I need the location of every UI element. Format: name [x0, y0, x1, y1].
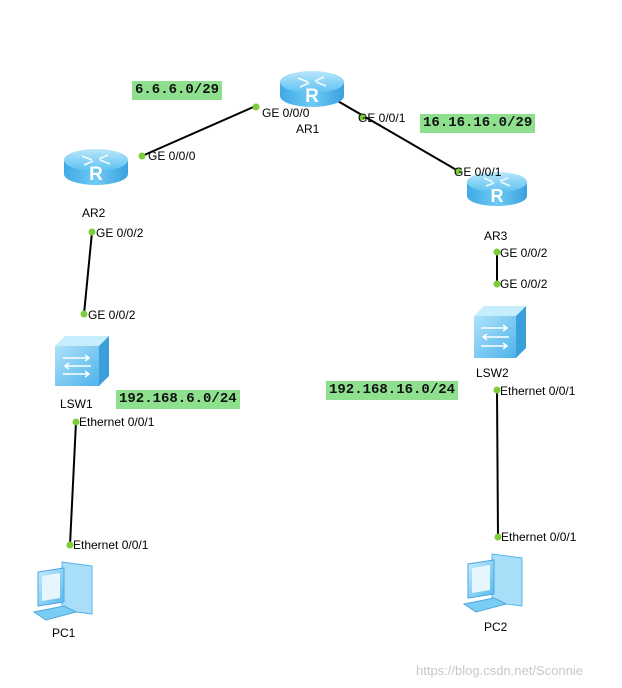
- port-label-lsw2-ge0-0-2: GE 0/0/2: [500, 277, 548, 291]
- port-label-lsw2-eth0-0-1: Ethernet 0/0/1: [500, 384, 576, 398]
- switch-icon-lsw2[interactable]: [474, 306, 526, 358]
- device-name-ar1: AR1: [296, 122, 320, 136]
- device-name-lsw2: LSW2: [476, 366, 509, 380]
- link-lsw1-pc1[interactable]: [69, 421, 77, 546]
- port-dot-pc2-up: [494, 533, 502, 541]
- port-dot-ar2-down: [88, 228, 96, 236]
- network-label-left-lan: 192.168.6.0/24: [116, 390, 240, 409]
- port-label-ar3-ge0-0-1: GE 0/0/1: [454, 165, 502, 179]
- port-dots: [66, 103, 502, 549]
- device-name-ar3: AR3: [484, 229, 508, 243]
- link-ar1-ar2[interactable]: [141, 104, 259, 157]
- router-glyph: R: [89, 164, 103, 185]
- network-label-right-lan: 192.168.16.0/24: [326, 381, 459, 400]
- port-dot-pc1-up: [66, 541, 74, 549]
- device-name-ar2: AR2: [82, 206, 106, 220]
- router-icon-ar2[interactable]: R: [64, 149, 128, 185]
- router-glyph: R: [305, 86, 319, 107]
- device-name-pc2: PC2: [484, 620, 508, 634]
- network-label-left-wan: 6.6.6.0/29: [132, 81, 223, 100]
- link-ar2-lsw1[interactable]: [83, 231, 93, 315]
- router-icon-ar3[interactable]: R: [467, 172, 527, 206]
- port-label-ar1-ge0-0-0: GE 0/0/0: [262, 106, 310, 120]
- watermark: https://blog.csdn.net/Sconnie: [416, 663, 583, 678]
- port-label-ar2-ge0-0-2: GE 0/0/2: [96, 226, 144, 240]
- device-name-pc1: PC1: [52, 626, 76, 640]
- link-ar1-ar3[interactable]: [335, 99, 461, 173]
- port-dot-lsw1-up: [80, 310, 88, 318]
- pc-icon-pc2[interactable]: [462, 553, 523, 613]
- port-label-ar1-ge0-0-1: GE 0/0/1: [358, 111, 406, 125]
- port-dot-ar2-top: [138, 152, 146, 160]
- links: [69, 99, 499, 546]
- port-dot-ar1-left: [252, 103, 260, 111]
- port-dot-lsw2-down: [493, 386, 501, 394]
- port-label-pc2-eth0-0-1: Ethernet 0/0/1: [501, 530, 577, 544]
- port-dot-ar3-top: [454, 167, 462, 175]
- network-label-right-wan: 16.16.16.0/29: [420, 114, 536, 133]
- link-lsw2-pc2[interactable]: [496, 389, 499, 538]
- switch-icon-lsw1[interactable]: [55, 336, 109, 386]
- port-label-pc1-eth0-0-1: Ethernet 0/0/1: [73, 538, 149, 552]
- port-label-ar2-ge0-0-0: GE 0/0/0: [148, 149, 196, 163]
- port-dot-lsw2-up: [493, 280, 501, 288]
- port-label-lsw1-ge0-0-2: GE 0/0/2: [88, 308, 136, 322]
- device-name-lsw1: LSW1: [60, 397, 93, 411]
- port-dot-lsw1-down: [72, 418, 80, 426]
- port-dot-ar1-right: [358, 113, 366, 121]
- router-glyph: R: [491, 186, 504, 206]
- pc-icon-pc1[interactable]: [32, 561, 93, 621]
- port-label-lsw1-eth0-0-1: Ethernet 0/0/1: [79, 415, 155, 429]
- port-dot-ar3-down: [493, 248, 501, 256]
- router-icon-ar1[interactable]: R: [280, 71, 344, 107]
- port-label-ar3-ge0-0-2: GE 0/0/2: [500, 246, 548, 260]
